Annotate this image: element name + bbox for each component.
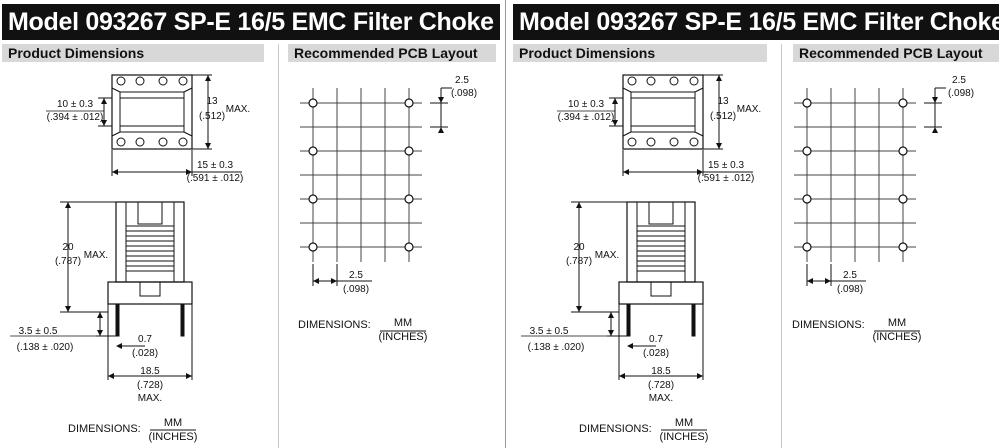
pcb-pitch-top-in: (.098) xyxy=(948,88,974,99)
pcb-pitch-bottom-mm: 2.5 xyxy=(349,270,363,281)
datasheet-panel-left: Model 093267 SP-E 16/5 EMC Filter Choke … xyxy=(0,0,500,448)
depth-mm: 13 xyxy=(717,96,729,107)
page-title: Model 093267 SP-E 16/5 EMC Filter Choke xyxy=(2,4,500,40)
depth-mm: 13 xyxy=(206,96,218,107)
choke-side-view xyxy=(618,201,704,337)
units-mm: MM xyxy=(164,417,182,429)
height-mm: 20 xyxy=(62,242,74,253)
units-label: DIMENSIONS: xyxy=(68,423,141,435)
height-note: MAX. xyxy=(84,250,108,261)
units-inches: (INCHES) xyxy=(660,431,709,443)
page-title: Model 093267 SP-E 16/5 EMC Filter Choke xyxy=(513,4,999,40)
product-dimensions-header: Product Dimensions xyxy=(513,44,767,62)
dimension-drawings: 10 ± 0.3 (.394 ± .012) 13 (.512) MAX. 15… xyxy=(10,74,477,443)
pin-diameter-in: (.028) xyxy=(643,348,669,359)
pin-diameter-mm: 0.7 xyxy=(138,334,152,345)
width-in: (.394 ± .012) xyxy=(558,112,615,123)
pcb-pads xyxy=(308,98,414,252)
pcb-pitch-bottom-in: (.098) xyxy=(343,284,369,295)
product-dimensions-header: Product Dimensions xyxy=(2,44,264,62)
pcb-layout-header: Recommended PCB Layout xyxy=(793,44,999,62)
depth-in: (.512) xyxy=(710,111,736,122)
units-inches: (INCHES) xyxy=(149,431,198,443)
pin-length-mm: 3.5 ± 0.5 xyxy=(19,326,58,337)
units-mm: MM xyxy=(675,417,693,429)
pcb-pads xyxy=(802,98,908,252)
pin-length-in: (.138 ± .020) xyxy=(17,342,74,353)
choke-top-view xyxy=(622,74,704,150)
pcb-grid xyxy=(300,88,422,262)
choke-top-view xyxy=(111,74,193,150)
pcb-pitch-top-mm: 2.5 xyxy=(455,75,469,86)
base-width-note: MAX. xyxy=(649,393,673,404)
base-width-in: (.728) xyxy=(137,380,163,391)
units-label: DIMENSIONS: xyxy=(579,423,652,435)
pin-diameter-in: (.028) xyxy=(132,348,158,359)
height-mm: 20 xyxy=(573,242,585,253)
pcb-pitch-top-in: (.098) xyxy=(451,88,477,99)
pcb-units-inches: (INCHES) xyxy=(379,331,428,343)
panel-divider xyxy=(505,0,506,448)
column-separator xyxy=(781,44,782,448)
pin-length-in: (.138 ± .020) xyxy=(528,342,585,353)
pcb-layout-header: Recommended PCB Layout xyxy=(288,44,496,62)
base-width-note: MAX. xyxy=(138,393,162,404)
depth-note: MAX. xyxy=(737,104,761,115)
width-in: (.394 ± .012) xyxy=(47,112,104,123)
length-in: (.591 ± .012) xyxy=(187,173,244,184)
base-width-mm: 18.5 xyxy=(651,366,671,377)
height-note: MAX. xyxy=(595,250,619,261)
length-mm: 15 ± 0.3 xyxy=(708,160,745,171)
pcb-pitch-top-mm: 2.5 xyxy=(952,75,966,86)
datasheet-panel-right: Model 093267 SP-E 16/5 EMC Filter Choke … xyxy=(511,0,999,448)
pcb-units-inches: (INCHES) xyxy=(873,331,922,343)
pcb-units-mm: MM xyxy=(394,317,412,329)
column-separator xyxy=(278,44,279,448)
pin-diameter-mm: 0.7 xyxy=(649,334,663,345)
width-mm: 10 ± 0.3 xyxy=(568,99,605,110)
pcb-units-label: DIMENSIONS: xyxy=(298,319,371,331)
height-in: (.787) xyxy=(55,256,81,267)
length-in: (.591 ± .012) xyxy=(698,173,755,184)
dimension-drawings: 10 ± 0.3 (.394 ± .012) 13 (.512) MAX. 15… xyxy=(521,74,974,443)
depth-note: MAX. xyxy=(226,104,250,115)
depth-in: (.512) xyxy=(199,111,225,122)
base-width-in: (.728) xyxy=(648,380,674,391)
width-mm: 10 ± 0.3 xyxy=(57,99,94,110)
pcb-grid xyxy=(794,88,916,262)
pcb-pitch-bottom-in: (.098) xyxy=(837,284,863,295)
pin-length-mm: 3.5 ± 0.5 xyxy=(530,326,569,337)
base-width-mm: 18.5 xyxy=(140,366,160,377)
length-mm: 15 ± 0.3 xyxy=(197,160,234,171)
choke-side-view xyxy=(107,201,193,337)
pcb-pitch-bottom-mm: 2.5 xyxy=(843,270,857,281)
height-in: (.787) xyxy=(566,256,592,267)
pcb-units-label: DIMENSIONS: xyxy=(792,319,865,331)
pcb-units-mm: MM xyxy=(888,317,906,329)
